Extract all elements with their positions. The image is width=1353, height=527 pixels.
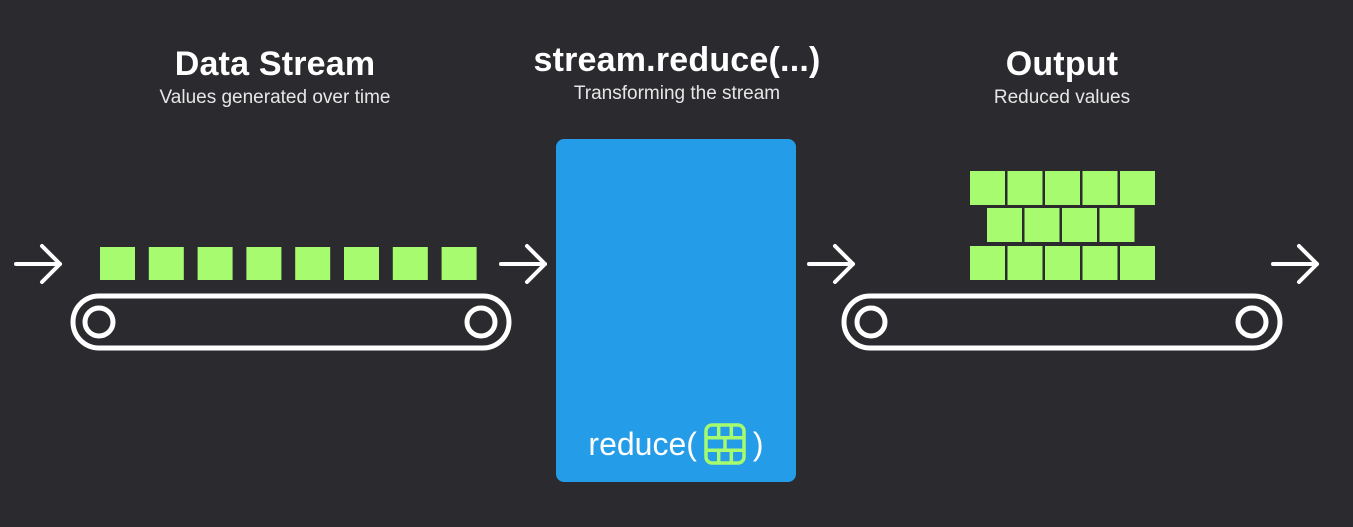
reduce-closing-paren: ) xyxy=(752,425,764,462)
output-value-brick xyxy=(970,246,1005,280)
output-value-brick xyxy=(987,208,1022,242)
conveyor-belt xyxy=(841,293,1283,351)
stream-value xyxy=(441,247,477,280)
stream-heading: Data Stream Values generated over time xyxy=(65,44,485,110)
stream-value xyxy=(197,247,233,280)
output-heading: Output Reduced values xyxy=(852,44,1272,110)
stream-value xyxy=(100,247,135,280)
output-values-wall xyxy=(970,171,1155,280)
stream-subtitle: Values generated over time xyxy=(159,87,391,108)
arrow-right-icon xyxy=(14,244,62,284)
reduce-function-name: reduce( xyxy=(588,425,697,462)
stream-title: Data Stream xyxy=(174,45,376,83)
arrow-right-icon xyxy=(1271,244,1319,284)
stream-values xyxy=(100,247,477,280)
output-value-brick xyxy=(970,171,1005,205)
reduce-operator-box: reduce( ) xyxy=(556,139,796,482)
arrow-right-icon xyxy=(499,244,547,284)
output-title: Output xyxy=(1005,45,1119,83)
stream-value xyxy=(246,247,282,280)
output-value-brick xyxy=(1045,171,1080,205)
stream-value xyxy=(392,247,428,280)
stream-value xyxy=(148,247,184,280)
output-value-brick xyxy=(1007,246,1043,280)
output-value-brick xyxy=(1045,246,1080,280)
brick-wall-icon xyxy=(704,423,746,465)
conveyor-belt xyxy=(70,293,512,351)
output-value-brick xyxy=(1007,171,1043,205)
output-value-brick xyxy=(1082,171,1118,205)
output-value-brick xyxy=(1120,246,1155,280)
output-value-brick xyxy=(1024,208,1060,242)
reduce-title: stream.reduce(...) xyxy=(533,41,821,79)
output-value-brick xyxy=(1082,246,1118,280)
reduce-subtitle: Transforming the stream xyxy=(573,83,781,104)
output-value-brick xyxy=(1099,208,1135,242)
stream-value xyxy=(295,247,331,280)
reduce-call: reduce( ) xyxy=(556,422,796,466)
output-subtitle: Reduced values xyxy=(993,87,1131,108)
arrow-right-icon xyxy=(807,244,855,284)
stream-value xyxy=(344,247,379,280)
reduce-heading: stream.reduce(...) Transforming the stre… xyxy=(467,40,887,106)
output-value-brick xyxy=(1062,208,1097,242)
output-value-brick xyxy=(1120,171,1155,205)
